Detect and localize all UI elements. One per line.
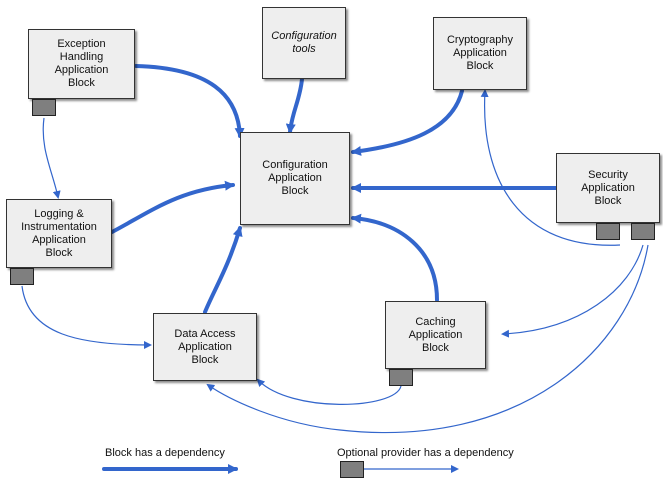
thin-arrow-security-provider-to-cryptography [480,89,621,246]
legend-provider-dependency-label: Optional provider has a dependency [337,447,514,459]
security-provider-2 [631,223,655,240]
arrow-data-access-to-configuration [203,226,243,314]
legend-block-dependency-label: Block has a dependency [105,447,225,459]
thin-arrow-security-provider-to-caching [501,244,644,338]
exception-handling-block: Exception Handling Application Block [28,29,135,99]
arrow-config-tools-to-configuration [285,77,304,134]
thin-arrow-exception-provider-to-logging [42,117,61,199]
logging-block: Logging & Instrumentation Application Bl… [6,199,112,268]
security-block: Security Application Block [556,153,660,223]
arrow-caching-to-configuration [351,213,439,302]
exception-handling-provider [32,99,56,116]
configuration-tools-block: Configuration tools [262,7,346,79]
thin-arrow-logging-provider-to-data-access [21,285,152,349]
caching-provider [389,369,413,386]
arrow-logging-to-configuration [110,180,235,234]
security-provider-1 [596,223,620,240]
configuration-block: Configuration Application Block [240,132,350,225]
arrow-cryptography-to-configuration [351,89,464,156]
thin-arrow-caching-provider-to-data-access [256,378,402,405]
arrow-exception-to-configuration [134,64,245,138]
legend-provider-swatch [340,461,364,478]
logging-provider [10,268,34,285]
caching-block: Caching Application Block [385,301,486,369]
cryptography-block: Cryptography Application Block [433,17,527,90]
thin-arrow-security-provider-to-data-access [206,244,649,434]
data-access-block: Data Access Application Block [153,313,257,381]
